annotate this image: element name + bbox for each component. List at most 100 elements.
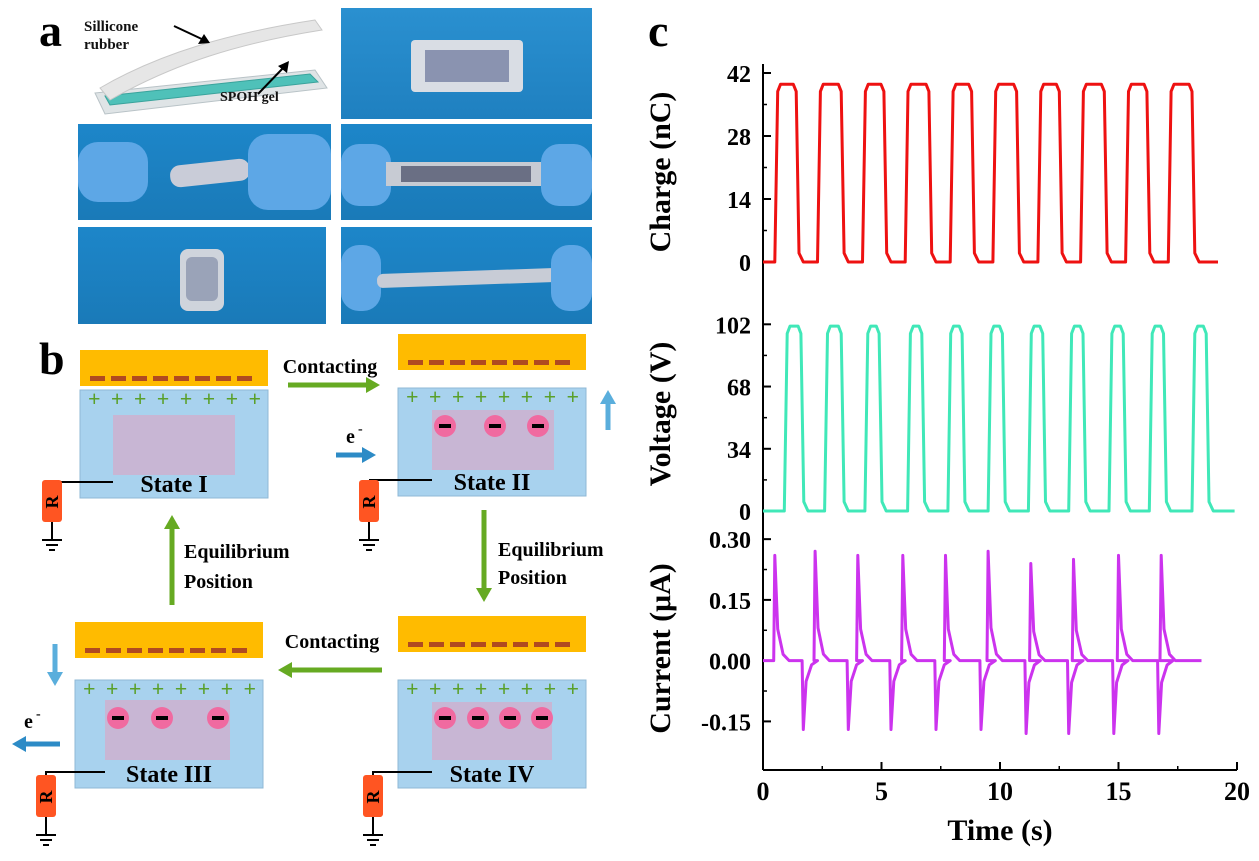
equilibrium-left-l1: Equilibrium [184,541,290,563]
positive-charge: + [521,384,534,409]
y-tick-label: 0 [739,251,751,277]
positive-charge: + [475,384,488,409]
negative-charge-dash [132,376,147,381]
positive-charge: + [567,384,580,409]
y-tick-label: -0.15 [701,710,751,736]
y-tick-label: 0.00 [709,650,751,676]
negative-charge-dash [492,360,507,365]
x-tick-label: 0 [757,777,770,806]
negative-charge-dash [169,648,184,653]
ion-minus [112,716,124,720]
x-tick-label: 5 [875,777,888,806]
positive-charge: + [203,386,216,411]
positive-charge: + [498,384,511,409]
negative-charge-dash [534,360,549,365]
negative-charge-dash [111,376,126,381]
wire [45,771,105,775]
positive-charge: + [152,676,165,701]
negative-charge-dash [153,376,168,381]
positive-charge: + [498,676,511,701]
photo-roll [78,227,326,324]
panel-c-label: c [648,5,669,56]
y-tick-label: 0 [739,500,751,526]
negative-charge-dash [471,642,486,647]
arrow-electron-in-head [362,447,376,463]
positive-charge: + [475,676,488,701]
panel-b-schematic: ++++++++State IR++++++++State IIR+++++++… [12,334,616,846]
resistor-label: R [36,790,56,804]
y-tick-label: 68 [727,376,751,402]
positive-charge: + [452,384,465,409]
ion-minus [532,424,544,428]
positive-charge: + [544,676,557,701]
negative-charge-dash [211,648,226,653]
positive-charge: + [106,676,119,701]
negative-charge-dash [450,360,465,365]
negative-charge-dash [106,648,121,653]
positive-charge: + [83,676,96,701]
electron-sup-top: - [358,422,363,437]
contacting-bottom-label: Contacting [285,631,379,653]
negative-charge-dash [450,642,465,647]
y-axis-label: Current (μA) [644,563,677,734]
positive-charge: + [180,386,193,411]
positive-charge: + [544,384,557,409]
electron-sup-bottom: - [36,707,41,722]
positive-charge: + [226,386,239,411]
electron-label-bottom: e [24,711,33,733]
negative-charge-dash [408,360,423,365]
negative-charge-dash [534,642,549,647]
positive-charge: + [129,676,142,701]
gel-region [113,415,235,475]
negative-charge-dash [513,360,528,365]
callout-rubber: Sillicone rubber [84,19,139,53]
equilibrium-left-l2: Position [184,571,253,593]
positive-charge: + [157,386,170,411]
electron-label-top: e [346,426,355,448]
negative-charge-dash [190,648,205,653]
ion-minus [212,716,224,720]
positive-charge: + [88,386,101,411]
resistor [36,775,56,817]
ion-minus [489,424,501,428]
ion-minus [536,716,548,720]
positive-charge: + [111,386,124,411]
panel-b-label: b [39,333,65,384]
ion-minus [504,716,516,720]
contacting-top-label: Contacting [283,356,377,378]
equilibrium-right-l2: Position [498,567,567,589]
arrow-down-head [47,672,63,686]
positive-charge: + [406,676,419,701]
arrow-equilibrium-right-head [476,588,492,602]
gel-schematic [94,19,328,115]
y-tick-label: 102 [715,313,751,339]
negative-charge-dash [492,642,507,647]
positive-charge: + [198,676,211,701]
negative-charge-dash [555,360,570,365]
resistor [363,775,383,817]
negative-charge-dash [127,648,142,653]
ion-minus [156,716,168,720]
resistor-label: R [359,495,379,509]
resistor [42,480,62,522]
state4-label: State IV [450,762,535,788]
positive-charge: + [244,676,257,701]
negative-charge-dash [408,642,423,647]
x-axis-label: Time (s) [947,814,1052,847]
positive-charge: + [567,676,580,701]
arrow-up-head [600,390,616,404]
photo-stretch-twist [341,227,592,324]
ion-minus [439,716,451,720]
y-tick-label: 34 [727,438,751,464]
y-axis-label: Charge (nC) [644,92,677,253]
equilibrium-right-l1: Equilibrium [498,539,604,561]
negative-charge-dash [429,642,444,647]
negative-charge-dash [90,376,105,381]
negative-charge-dash [429,360,444,365]
positive-charge: + [249,386,262,411]
negative-charge-dash [195,376,210,381]
photo-flat [341,8,592,119]
state1-label: State I [140,472,207,498]
positive-charge: + [452,676,465,701]
